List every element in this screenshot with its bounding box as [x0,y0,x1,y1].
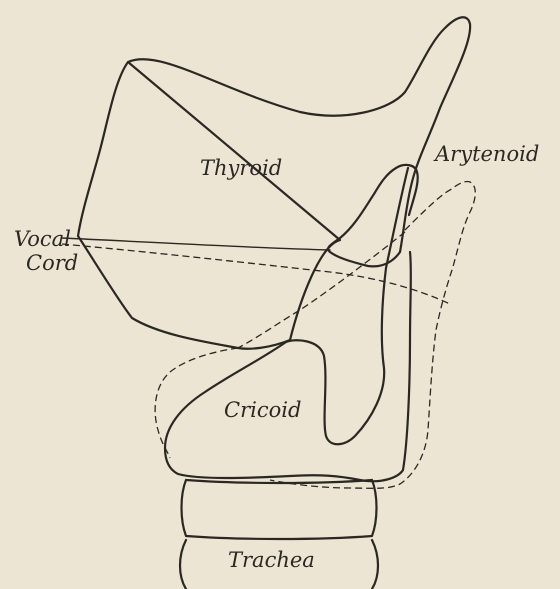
dashed-vocal-cord [62,244,450,304]
cricoid-label: Cricoid [224,400,301,421]
cricoid-cartilage [165,252,411,481]
vocal-cord-line [62,238,330,250]
thyroid-label: Thyroid [200,158,282,179]
vocal-cord-label-line2: Cord [26,253,78,274]
trachea-ring-upper [182,480,377,539]
vocal-cord-label-line1: Vocal [14,229,71,250]
dashed-arytenoid-outline [270,181,475,488]
trachea-label: Trachea [228,550,315,571]
arytenoid-label: Arytenoid [435,144,539,165]
